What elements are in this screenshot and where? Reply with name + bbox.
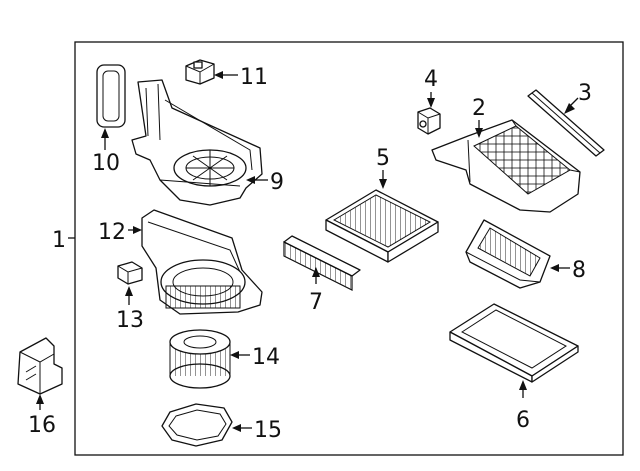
callout-16: 16 [28, 413, 56, 438]
part-2-evaporator-case[interactable] [431, 119, 581, 213]
callout-7-arrow [312, 267, 320, 277]
part-6-filter-tray[interactable] [449, 303, 579, 383]
part-9-upper-case[interactable] [131, 79, 263, 206]
part-3-seal-strip[interactable] [527, 89, 605, 157]
callout-5: 5 [376, 146, 390, 171]
callout-8-arrow [550, 264, 559, 272]
callout-9: 9 [270, 170, 284, 195]
part-7-small-filter[interactable] [283, 235, 361, 291]
part-11-relay[interactable] [185, 59, 215, 85]
callout-11-arrow [214, 71, 223, 79]
callout-12-arrow [133, 226, 142, 234]
callout-1: 1 [52, 228, 66, 253]
callout-3-arrow [564, 103, 575, 114]
callout-4: 4 [424, 67, 438, 92]
callout-15-arrow [232, 424, 241, 432]
callout-4-arrow [427, 98, 435, 108]
part-14-blower-motor[interactable] [169, 329, 231, 389]
part-16-bracket[interactable] [17, 337, 63, 395]
callout-11: 11 [240, 65, 268, 90]
callout-12: 12 [98, 220, 126, 245]
callout-13-arrow [125, 286, 133, 296]
callout-3: 3 [578, 81, 592, 106]
callout-10-arrow [101, 128, 109, 138]
callout-3-leader [569, 97, 579, 107]
callout-14: 14 [252, 345, 280, 370]
part-12-lower-case[interactable] [141, 209, 263, 315]
part-10-seal[interactable] [96, 64, 126, 128]
callout-10: 10 [92, 151, 120, 176]
callout-9-arrow [246, 176, 255, 184]
callout-7: 7 [309, 290, 323, 315]
callout-6: 6 [516, 408, 530, 433]
part-4-actuator[interactable] [417, 107, 441, 135]
part-8-filter-cover[interactable] [465, 219, 551, 289]
callout-16-arrow [36, 394, 44, 404]
callout-15: 15 [254, 418, 282, 443]
callout-6-arrow [519, 380, 527, 390]
callout-2-arrow [475, 128, 483, 138]
part-5-cabin-filter[interactable] [325, 189, 439, 263]
assembly-frame [74, 41, 624, 456]
callout-14-arrow [230, 351, 239, 359]
callout-5-arrow [379, 179, 387, 189]
callout-13: 13 [116, 308, 144, 333]
callout-8: 8 [572, 258, 586, 283]
part-15-gasket[interactable] [161, 403, 233, 447]
part-13-resistor[interactable] [117, 261, 143, 285]
callout-2: 2 [472, 96, 486, 121]
